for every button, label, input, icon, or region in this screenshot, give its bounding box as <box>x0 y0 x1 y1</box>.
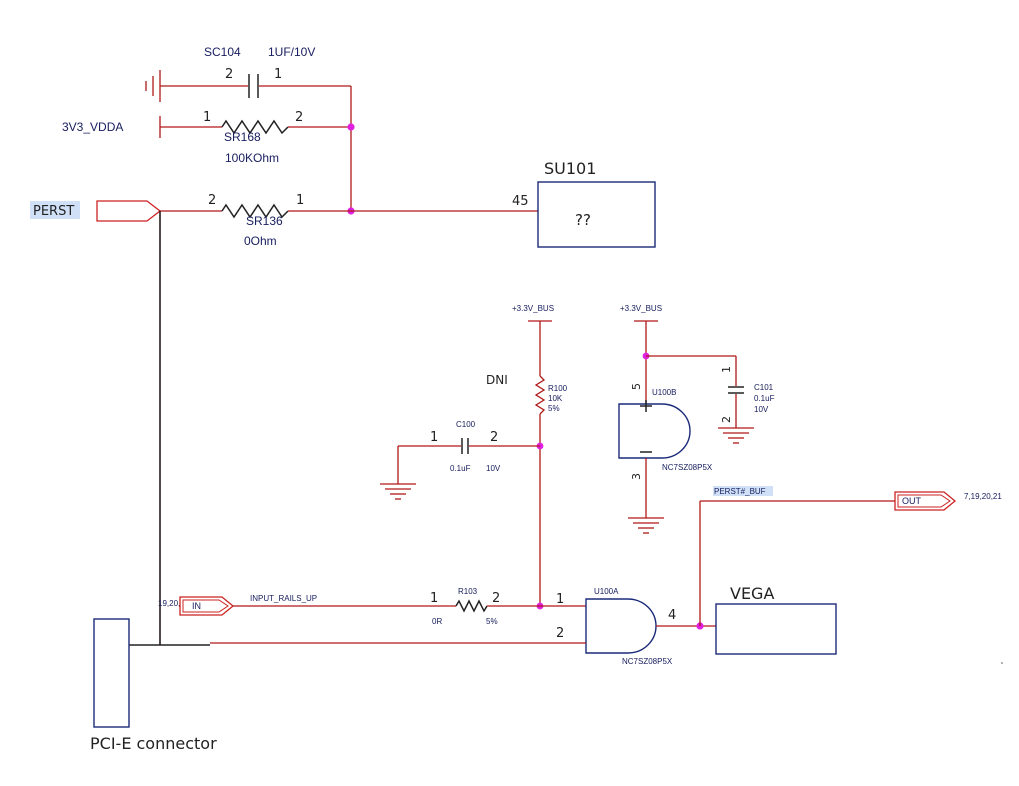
resistor-sr168 <box>221 119 289 135</box>
c101-pin2: 2 <box>720 416 733 423</box>
u100b-part: NC7SZ08P5X <box>662 463 713 472</box>
ground-symbol-u100b <box>628 517 664 534</box>
sr168-ref: SR168 <box>224 130 261 144</box>
vega-title: VEGA <box>730 584 774 603</box>
sr136-ref: SR136 <box>246 214 283 228</box>
ground-symbol-c101 <box>718 427 754 444</box>
gate-u100b <box>618 403 691 459</box>
perst-port-flag <box>96 200 162 222</box>
sr168-pin1: 1 <box>203 110 211 125</box>
r100-ref: R100 <box>548 384 568 393</box>
net-bus2-label: +3.3V_BUS <box>620 304 662 313</box>
u100a-ref: U100A <box>594 587 619 596</box>
c101-pin1: 1 <box>720 366 733 373</box>
c101-ref: C101 <box>754 383 774 392</box>
capacitor-sc104 <box>248 74 259 98</box>
su101-body: ?? <box>575 211 591 229</box>
net-perst-buf-label: PERST#_BUF <box>714 487 766 496</box>
sr168-value: 100KOhm <box>225 151 279 165</box>
r100-value: 10K <box>548 394 563 403</box>
r103-pin1: 1 <box>430 591 438 606</box>
u100b-pin5: 5 <box>630 383 643 390</box>
in-pages: 19,20,16 <box>158 599 190 608</box>
su101-pin45: 45 <box>512 194 529 209</box>
in-port-flag <box>179 596 235 616</box>
r100-dni: DNI <box>486 373 508 387</box>
perst-buf-highlight <box>713 486 773 496</box>
out-port-flag-inner <box>897 494 951 508</box>
ground-symbol-c100 <box>380 483 416 500</box>
out-pages: 7,19,20,21 <box>964 492 1002 501</box>
u100a-part: NC7SZ08P5X <box>622 657 673 666</box>
pcie-connector-label: PCI-E connector <box>90 734 217 753</box>
su101-box <box>537 181 656 248</box>
c101-voltage: 10V <box>754 405 769 414</box>
stray-mark <box>1001 662 1003 664</box>
perst-highlight <box>30 201 80 219</box>
perst-label: PERST <box>33 204 74 219</box>
c101-value: 0.1uF <box>754 394 775 403</box>
r103-tol: 5% <box>486 617 498 626</box>
sr136-pin1: 1 <box>296 193 304 208</box>
resistor-sr136 <box>221 203 289 219</box>
in-flag-text: IN <box>192 601 201 611</box>
net-3v3-vdda-label: 3V3_VDDA <box>62 120 123 134</box>
ground-symbol-sc104 <box>145 70 161 102</box>
r103-pin2: 2 <box>492 591 500 606</box>
resistor-r100 <box>534 375 546 415</box>
sc104-pin1: 1 <box>274 67 282 82</box>
u100b-pin3: 3 <box>630 473 643 480</box>
resistor-r103 <box>455 599 488 613</box>
u100a-pin1: 1 <box>556 592 564 607</box>
c100-ref: C100 <box>456 420 476 429</box>
u100a-pin4: 4 <box>668 608 676 623</box>
sc104-ref: SC104 <box>204 45 241 59</box>
r103-value: 0R <box>432 617 442 626</box>
net-input-rails-label: INPUT_RAILS_UP <box>250 594 317 603</box>
vega-box <box>715 603 837 655</box>
net-bus1-label: +3.3V_BUS <box>512 304 554 313</box>
r103-ref: R103 <box>458 587 478 596</box>
r100-tol: 5% <box>548 404 560 413</box>
out-port-flag <box>894 491 957 511</box>
c100-value: 0.1uF <box>450 464 471 473</box>
c100-voltage: 10V <box>486 464 501 473</box>
c100-pin1: 1 <box>430 430 438 445</box>
in-port-flag-inner <box>182 599 229 613</box>
u100a-pin2: 2 <box>556 626 564 641</box>
gate-u100a <box>585 598 657 654</box>
sr136-pin2: 2 <box>208 193 216 208</box>
pcie-connector-box <box>93 618 130 728</box>
junction-dot-sr168 <box>347 123 355 131</box>
c100-pin2: 2 <box>490 430 498 445</box>
sc104-value: 1UF/10V <box>268 45 315 59</box>
out-flag-text: OUT <box>902 496 922 506</box>
sc104-pin2: 2 <box>225 67 233 82</box>
sr136-value: 0Ohm <box>244 234 277 248</box>
su101-title: SU101 <box>544 159 596 178</box>
u100b-ref: U100B <box>652 388 676 397</box>
sr168-pin2: 2 <box>295 110 303 125</box>
